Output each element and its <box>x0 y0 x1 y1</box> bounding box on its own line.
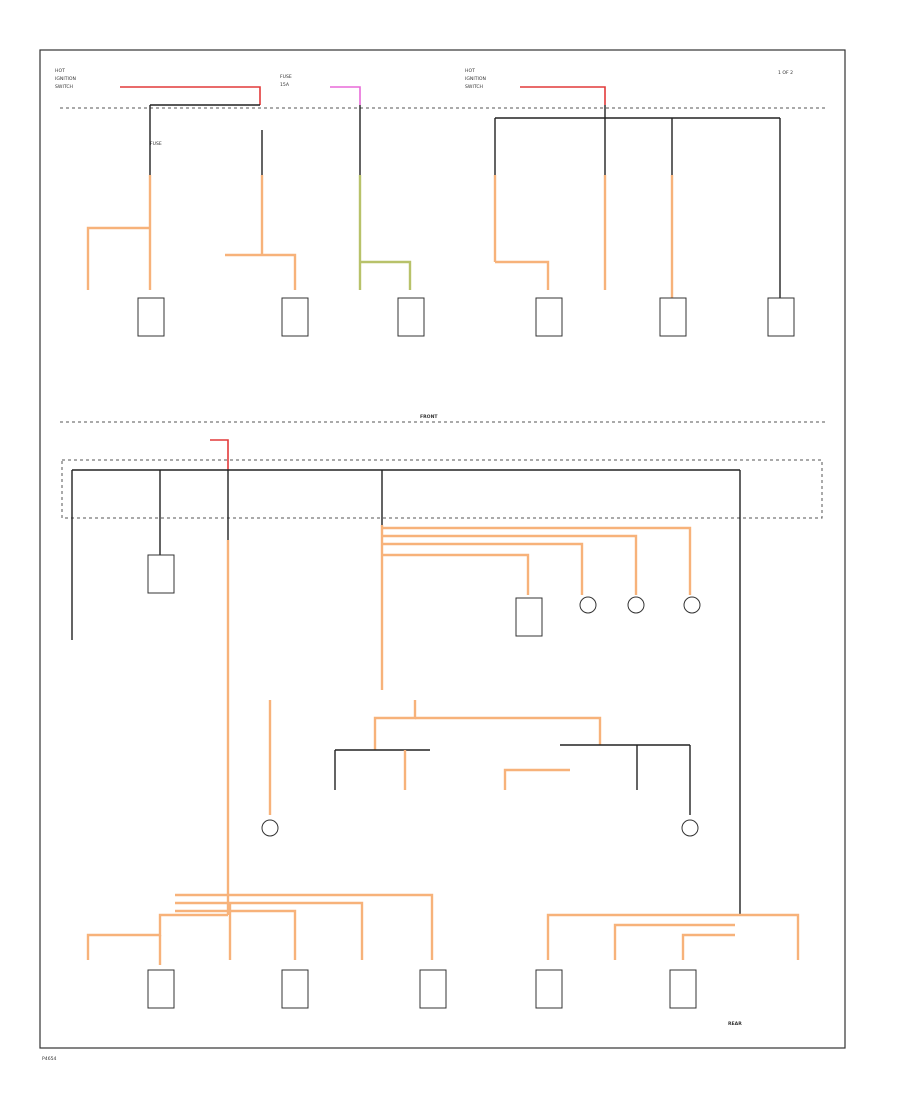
b-wire-10 <box>681 933 735 960</box>
diagram-frame <box>39 49 846 1049</box>
fuse-block-2 <box>61 459 823 519</box>
red-wire-2 <box>520 86 606 105</box>
component-3 <box>397 297 425 337</box>
lamp-3 <box>683 596 701 614</box>
b-component-5 <box>669 969 697 1009</box>
b-component-1 <box>147 969 175 1009</box>
source-label-2: FUSE <box>280 74 292 80</box>
col2-branch <box>225 253 297 290</box>
b-wire-1 <box>86 913 228 960</box>
source-label-1b: IGNITION <box>55 76 76 82</box>
lamp-2 <box>627 596 645 614</box>
component-7 <box>767 297 795 337</box>
m-component-2 <box>147 554 175 594</box>
lower-branch-2 <box>415 716 602 745</box>
component-2 <box>281 297 309 337</box>
col1-branch <box>86 226 150 290</box>
lamp-4 <box>681 819 699 837</box>
lamp-1 <box>579 596 597 614</box>
source-label-1c: SWITCH <box>55 84 73 90</box>
b-component-4 <box>535 969 563 1009</box>
b-component-2 <box>281 969 309 1009</box>
b-wire-4 <box>175 901 364 960</box>
col1-fuse-label: FUSE <box>150 141 162 147</box>
col4-branch <box>495 260 550 290</box>
red-wire-1 <box>120 86 261 105</box>
source-label-3c: SWITCH <box>465 84 483 90</box>
b-wire-8 <box>740 913 800 960</box>
col3-branch <box>360 260 412 290</box>
lower-branch-1 <box>373 700 417 750</box>
source-label-2b: 15A <box>280 82 290 88</box>
m-branch-c <box>382 542 584 595</box>
mid-label: FRONT <box>420 414 438 420</box>
rear-label: REAR <box>728 1021 742 1027</box>
component-4 <box>535 297 563 337</box>
m-branch-d <box>382 553 530 595</box>
lower-drop-2 <box>503 768 570 790</box>
lamp-5 <box>261 819 279 837</box>
b-wire-5 <box>175 909 297 960</box>
top-section: HOT IGNITION SWITCH FUSE 15A HOT IGNITIO… <box>55 68 825 423</box>
footer-code: P4654 <box>42 1056 57 1062</box>
red-wire-3 <box>210 439 229 470</box>
pink-wire <box>330 86 361 105</box>
b-component-3 <box>419 969 447 1009</box>
bottom-section: REAR P4654 <box>42 893 800 1062</box>
middle-section <box>61 439 823 915</box>
b-wire-7 <box>546 913 740 960</box>
source-label-3: HOT <box>465 68 475 74</box>
b-wire-9 <box>613 923 735 960</box>
m-branch-b <box>382 534 638 595</box>
component-6 <box>659 297 687 337</box>
m-branch-a <box>382 526 692 595</box>
m-component-4 <box>515 597 543 637</box>
source-label-1: HOT <box>55 68 65 74</box>
source-label-3b: IGNITION <box>465 76 486 82</box>
b-wire-2 <box>228 903 232 960</box>
top-right-label: 1 OF 2 <box>778 70 793 76</box>
b-wire-3 <box>175 893 434 960</box>
component-1 <box>137 297 165 337</box>
